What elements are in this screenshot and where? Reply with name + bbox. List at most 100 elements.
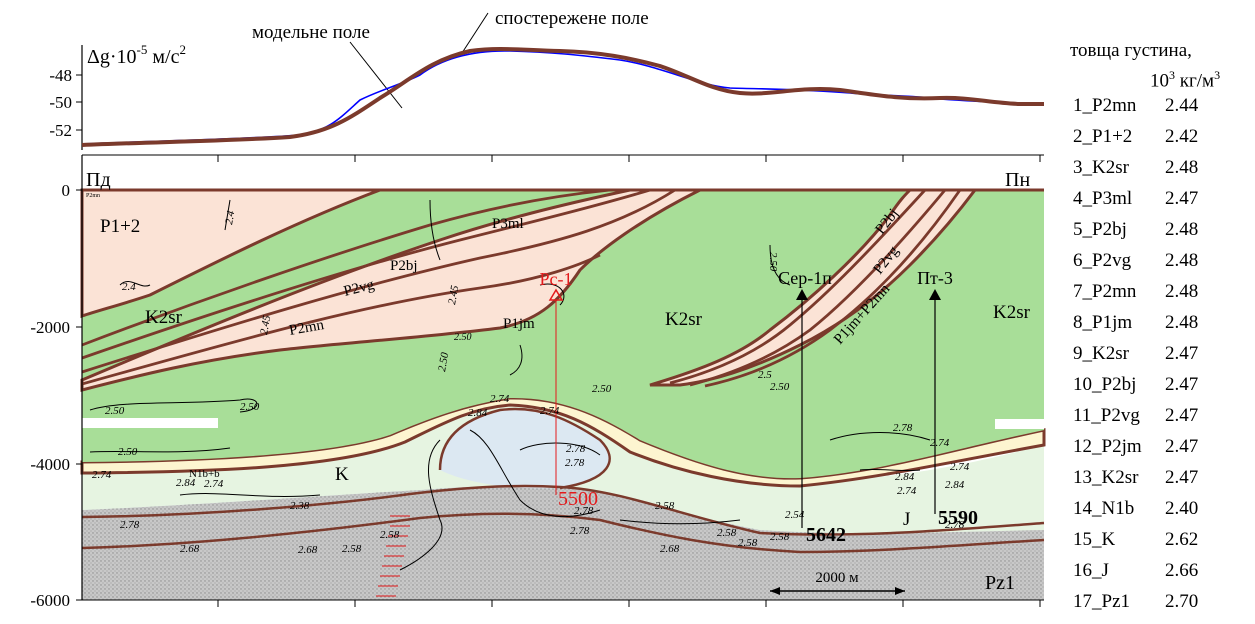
layer-label: K: [335, 464, 349, 485]
gravity-axis-label: Δg·10-5 м/с2: [87, 42, 186, 68]
density-label: 2.78: [570, 525, 590, 537]
well-name: Пт-3: [917, 268, 953, 288]
layer-label: Pz1: [985, 572, 1015, 594]
white-strip-left: [82, 418, 218, 428]
density-label: 2.50: [118, 446, 138, 458]
density-label: 2.78: [893, 422, 913, 434]
depth-tick-label: -6000: [30, 591, 70, 610]
observed-field-label: спостережене поле: [495, 8, 649, 29]
density-label-group: 2.4 2.4 2.45 2.45 2.50 2.50 2.50 2.50 2.…: [92, 209, 970, 556]
depth-tick-label: 0: [62, 181, 71, 200]
section-left-label: Пд: [86, 169, 111, 191]
depth-tick-label: -2000: [30, 318, 70, 337]
density-contours: [89, 199, 931, 571]
density-label: 2.58: [717, 527, 737, 539]
density-label: 2.58: [342, 543, 362, 555]
density-label: 2.74: [490, 393, 510, 405]
density-label: 2.84: [895, 471, 915, 483]
layer-label: P2bj: [390, 258, 418, 274]
density-label: 2.50: [770, 381, 790, 393]
density-label: 2.45: [258, 314, 273, 336]
section-panel: Рс-1 5500 Сер-1п 5642 Пт-3 5590: [30, 154, 1046, 610]
axis-ticks: [76, 155, 1041, 607]
n1b-band: [80, 396, 1046, 488]
density-label: 2.78: [574, 505, 594, 517]
density-label: 2.4: [122, 281, 136, 293]
density-label: 2.5: [758, 369, 772, 381]
density-label: 2.50: [592, 383, 612, 395]
density-label: 2.4: [223, 209, 237, 225]
density-label: 2.50: [105, 405, 125, 417]
observed-field-curve: [81, 46, 1044, 147]
density-label: 2.45: [446, 284, 461, 306]
density-label: 2.84: [945, 479, 965, 491]
layer-label: P1jm: [503, 316, 535, 332]
gravity-tick-label: -48: [49, 66, 72, 85]
layer-label: P2vg: [342, 277, 376, 300]
scale-bar-label: 2000 м: [815, 570, 859, 586]
layer-label: P1+2: [100, 216, 140, 237]
density-label: 2.78: [565, 457, 585, 469]
dome-core-fill: [440, 409, 610, 489]
gravity-panel: -48 -50 -52 Δg·10-5 м/с2 модельне поле с…: [49, 8, 1045, 150]
well-depth: 5590: [938, 507, 978, 529]
well-depth: 5500: [558, 488, 598, 510]
gravity-tick-label: -52: [49, 121, 72, 140]
layer-label: K2sr: [993, 302, 1031, 323]
density-label: 2.54: [785, 509, 805, 521]
section-left-sublabel: P2mn: [86, 193, 100, 199]
model-field-pointer: [349, 41, 403, 109]
layer-label: K2sr: [145, 307, 183, 328]
legend-title: товща густина,: [1070, 40, 1192, 61]
density-label: 2.74: [92, 469, 112, 481]
density-label: 2.84: [468, 407, 488, 419]
density-label: 2.50: [454, 332, 472, 343]
section-right-label: Пн: [1005, 169, 1030, 191]
density-label: 2.58: [380, 529, 400, 541]
density-label: 2.74: [204, 478, 224, 490]
density-label: 2.68: [298, 544, 318, 556]
gravity-tick-label: -50: [49, 93, 72, 112]
density-label: 2.78: [566, 443, 586, 455]
observed-field-pointer: [461, 12, 489, 54]
paleogene-left-wedge: [80, 188, 381, 319]
density-label: 2.58: [738, 537, 758, 549]
depth-tick-label: -4000: [30, 455, 70, 474]
density-label: 2.78: [945, 519, 965, 531]
density-label: 2.74: [540, 405, 560, 417]
density-label: 2.78: [120, 519, 140, 531]
density-label: 2.50: [240, 401, 260, 413]
rs1-marker: [548, 288, 564, 301]
layer-label: P2mn: [288, 317, 326, 339]
density-label: 2.68: [180, 543, 200, 555]
model-field-label: модельне поле: [252, 22, 370, 43]
density-label: 2.38: [290, 500, 310, 512]
ser1p-marker: [796, 289, 808, 300]
density-label: 2.58: [655, 500, 675, 512]
density-label: 2.74: [950, 461, 970, 473]
layer-label: P3ml: [492, 216, 524, 232]
well-name: Рс-1: [540, 269, 573, 289]
density-label: 2.50: [767, 252, 779, 272]
white-strip-right: [995, 419, 1044, 429]
layer-label: J: [903, 509, 910, 530]
density-label: 2.84: [176, 477, 196, 489]
density-label: 2.74: [930, 437, 950, 449]
